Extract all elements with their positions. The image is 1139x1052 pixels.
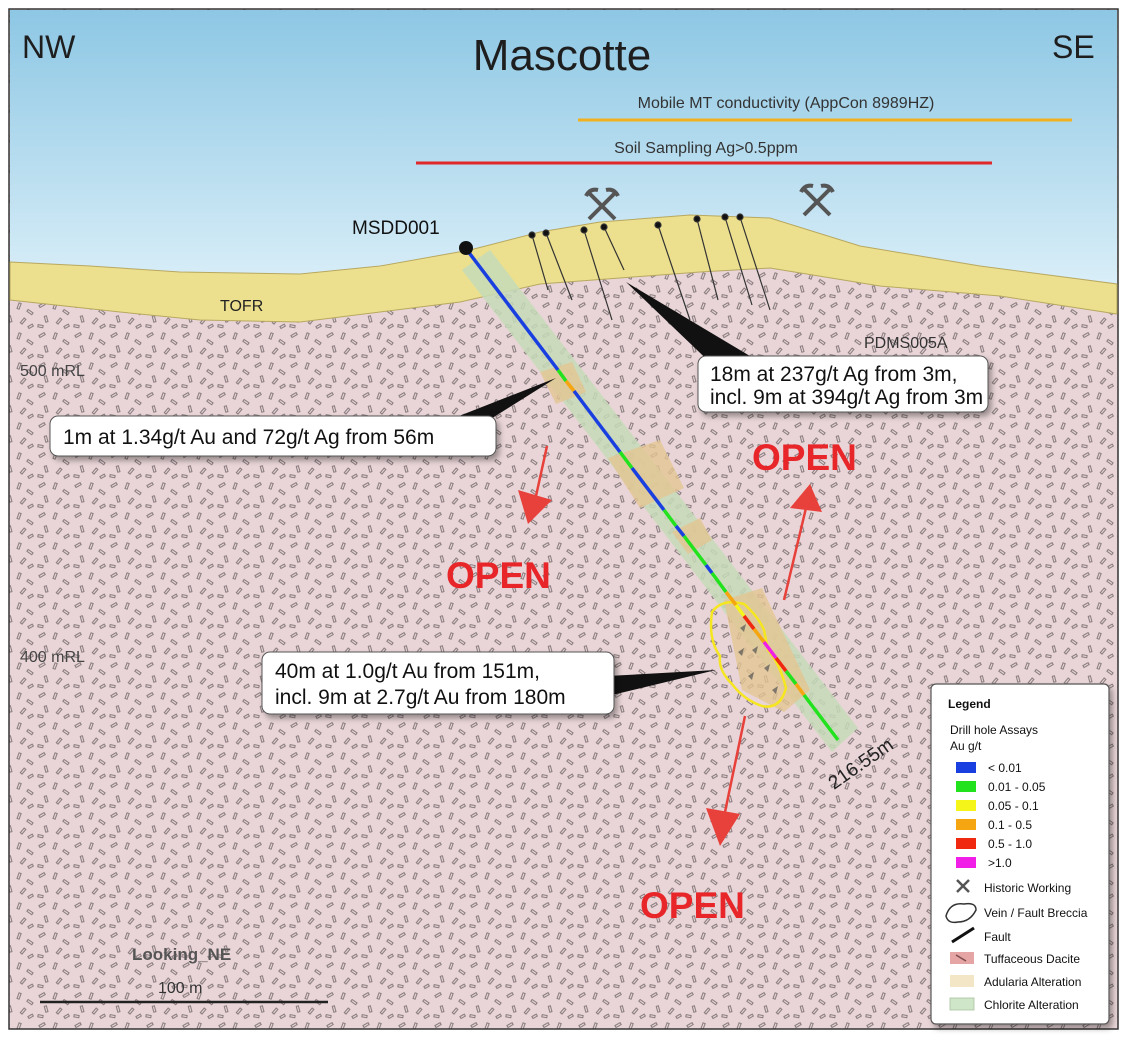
breccia-fill [738,624,778,694]
direction-left: NW [22,29,76,65]
vein-fault-breccia [709,601,788,708]
breccia-icon [945,902,977,924]
dacite-mark-icon [955,954,967,962]
open-arrow-2 [782,484,822,601]
callout-box-2 [697,355,989,413]
legend-swatch-adularia [950,975,974,987]
legend-swatch-0.1-0.5 [956,819,976,830]
view-direction-label: Looking_NE [132,945,231,964]
section-title: Mascotte [473,31,652,80]
callout-box-3 [261,651,615,715]
callout-text-1: 1m at 1.34g/t Au and 72g/t Ag from 56m [63,426,434,449]
direction-right: SE [1052,29,1095,65]
legend-title: Legend [948,697,991,711]
legend-assay-unit: Au g/t [950,739,982,753]
callout-text-2b: incl. 9m at 394g/t Ag from 3m [710,386,983,409]
scale-bar-label: 100 m [158,980,202,997]
sky-area [10,10,1117,284]
legend-label-0.05-0.1: 0.05 - 0.1 [988,799,1039,813]
cover-unit-tofr [9,214,1118,323]
open-label-2: OPEN [752,437,857,478]
legend-assay-items: < 0.01 0.01 - 0.05 0.05 - 0.1 0.1 - 0.5 … [956,761,1046,870]
legend-label-adularia: Adularia Alteration [984,975,1081,989]
legend-swatch-0.5-1.0 [956,838,976,849]
legend-panel: Legend Drill hole Assays Au g/t < 0.01 0… [930,683,1110,1025]
open-label-3: OPEN [640,885,745,926]
legend-label-fault: Fault [984,930,1011,944]
legend-swatch-gt1.0 [956,857,976,868]
legend-label-0.5-1.0: 0.5 - 1.0 [988,837,1032,851]
drill-collar-msdd001 [459,241,473,255]
historic-drill-holes [528,213,771,321]
legend-label-historic-working: Historic Working [984,881,1071,895]
pickaxe-icon [799,183,835,217]
hole-label-pdms005a: PDMS005A [864,335,948,352]
callout-pointer-3 [608,670,716,696]
legend-swatch-0.05-0.1 [956,800,976,811]
open-label-1: OPEN [446,555,551,596]
legend-swatch-chlorite [949,997,975,1011]
open-arrow-1 [518,445,552,524]
callout-text-2a: 18m at 237g/t Ag from 3m, [710,363,957,386]
legend-assay-title: Drill hole Assays [950,723,1038,737]
pickaxe-icon [956,879,970,893]
callout-pointer-2 [626,282,760,372]
soil-line-label: Soil Sampling Ag>0.5ppm [614,140,798,157]
unit-label-tofr: TOFR [220,298,263,315]
legend-label-gt1.0: >1.0 [988,856,1012,870]
legend-swatch-0.01-0.05 [956,781,976,792]
open-arrow-3 [706,715,747,846]
rl-label-400: 400 mRL [20,649,85,666]
pickaxe-icon [584,187,620,221]
hole-label-msdd001: MSDD001 [352,218,440,239]
drill-hole-msdd001-trace [465,248,840,742]
legend-label-dacite: Tuffaceous Dacite [984,952,1080,966]
legend-label-vein-breccia: Vein / Fault Breccia [984,906,1088,920]
callout-text-3b: incl. 9m at 2.7g/t Au from 180m [275,686,566,709]
legend-label-chlorite: Chlorite Alteration [984,998,1079,1012]
callout-text-3a: 40m at 1.0g/t Au from 151m, [275,660,540,683]
legend-label-0.01-0.05: 0.01 - 0.05 [988,780,1046,794]
rl-label-500: 500 mRL [20,363,85,380]
callout-box-1 [49,415,497,457]
fault-line-icon [951,926,975,944]
legend-swatch-lt0.01 [956,762,976,773]
legend-label-0.1-0.5: 0.1 - 0.5 [988,818,1032,832]
mt-line-label: Mobile MT conductivity (AppCon 8989HZ) [638,95,935,112]
legend-label-lt0.01: < 0.01 [988,761,1022,775]
